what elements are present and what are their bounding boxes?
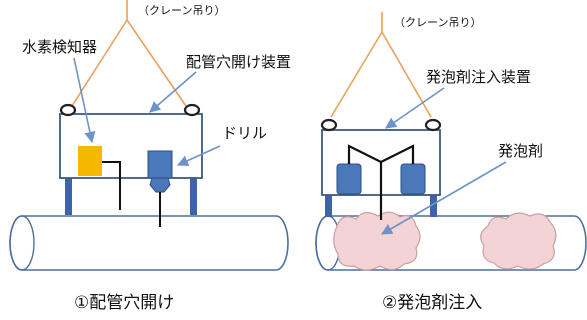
caption-step2: ②発泡剤注入 [382,293,482,313]
panel-foam-injection: （クレーン吊り） 発泡剤注入装置 発泡剤 ②発泡剤注入 [315,12,587,313]
leg-right-right [430,195,437,217]
crane-label: （クレーン吊り） [138,4,225,17]
crane-label-right: （クレーン吊り） [394,16,481,29]
drill-label: ドリル [222,124,267,142]
foam-tank-left [336,163,362,195]
hydrogen-detector [78,146,102,176]
caption-step1: ①配管穴開け [74,293,174,313]
leg-left-right [325,195,332,217]
hook-right [183,103,201,117]
detector-cable [102,161,121,210]
injection-hoses [347,144,415,220]
drill [147,150,173,227]
panel-pipe-drilling: （クレーン吊り） 水素検知器 配管穴開け装置 ドリル ①配管穴開け [9,0,291,313]
drill-arrow [176,145,221,166]
hook-left-right [320,118,338,132]
foam-arrow [381,161,507,235]
hook-left [59,103,77,117]
device-arrow [149,71,197,113]
device-label: 配管穴開け装置 [186,53,291,71]
foam-blob-right [480,212,557,270]
detector-label: 水素検知器 [22,38,97,56]
foam-blob-left [333,211,421,271]
pipe [9,215,289,271]
hook-right-right [424,118,442,132]
foam-label: 発泡剤 [498,142,543,160]
detector-arrow [73,57,96,144]
leg-left [65,178,72,215]
injection-device-arrow [385,87,445,129]
leg-right [190,178,197,215]
foam-tank-right [400,163,426,195]
injection-device-label: 発泡剤注入装置 [426,68,531,86]
